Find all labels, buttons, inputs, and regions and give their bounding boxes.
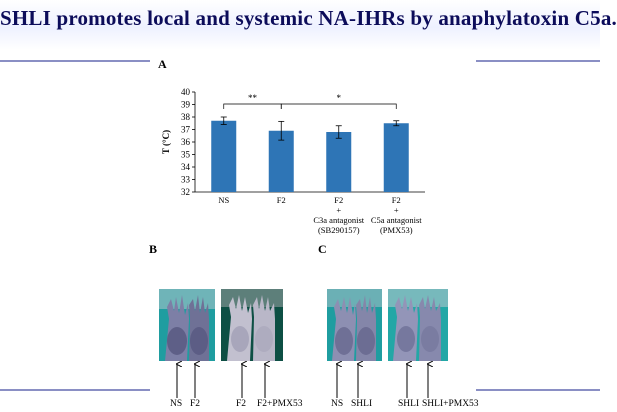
significance-label: * — [337, 93, 342, 103]
slide-title: SHLI promotes local and systemic NA-IHRs… — [0, 6, 617, 30]
photo-paws-shli-shlipmx53 — [388, 289, 448, 361]
photo-paws-f2-f2pmx53 — [221, 289, 283, 361]
x-tick-label: C5a antagonist — [371, 215, 422, 225]
y-tick-label: 37 — [181, 125, 191, 135]
photo-label-shli-pmx53: SHLI+PMX53 — [422, 399, 479, 409]
photo-label-shli: SHLI — [351, 399, 373, 409]
y-tick-label: 38 — [181, 112, 191, 122]
paws-photo-image — [221, 289, 283, 361]
photo-paws-ns-f2 — [159, 289, 215, 361]
x-tick-label: C3a antagonist — [313, 215, 364, 225]
y-axis-label: T (°C) — [161, 130, 171, 154]
y-tick-label: 32 — [181, 187, 190, 197]
x-tick-label: + — [394, 205, 399, 215]
photo-label-f2-pmx53: F2+PMX53 — [257, 399, 303, 409]
significance-bracket — [280, 103, 397, 109]
y-tick-label: 34 — [181, 162, 191, 172]
paws-photo-image — [388, 289, 448, 361]
photo-label-ns: NS — [170, 399, 183, 409]
x-tick-label: F2 — [334, 195, 343, 205]
x-tick-label: + — [336, 205, 341, 215]
y-tick-label: 40 — [181, 87, 191, 97]
bar — [326, 132, 352, 192]
x-tick-label: F2 — [392, 195, 401, 205]
bar — [383, 123, 409, 192]
bar — [211, 120, 237, 192]
photo-label-f2: F2 — [190, 399, 201, 409]
y-tick-label: 35 — [181, 150, 191, 160]
divider-line — [0, 60, 150, 62]
x-tick-label: (SB290157) — [318, 225, 360, 235]
panel-label-c: C — [318, 242, 327, 256]
y-tick-label: 33 — [181, 175, 191, 185]
significance-bracket — [223, 103, 282, 109]
divider-line — [476, 60, 600, 62]
x-tick-label: F2 — [277, 195, 286, 205]
bar — [268, 130, 294, 192]
photo-label-ns: NS — [331, 399, 344, 409]
x-tick-label: (PMX53) — [380, 225, 413, 235]
photo-label-f2: F2 — [236, 399, 247, 409]
y-tick-label: 36 — [181, 137, 191, 147]
title-bar — [0, 0, 600, 50]
panel-label-a: A — [158, 57, 167, 71]
x-tick-label: NS — [218, 195, 229, 205]
photo-label-shli: SHLI — [398, 399, 420, 409]
significance-label: ** — [248, 93, 258, 103]
divider-line — [0, 389, 150, 391]
paws-photo-image — [327, 289, 382, 361]
photo-paws-ns-shli — [327, 289, 382, 361]
paws-photo-image — [159, 289, 215, 361]
divider-line — [476, 389, 600, 391]
panel-label-b: B — [149, 242, 158, 256]
y-tick-label: 39 — [181, 100, 191, 110]
arrows-layer — [150, 360, 450, 398]
